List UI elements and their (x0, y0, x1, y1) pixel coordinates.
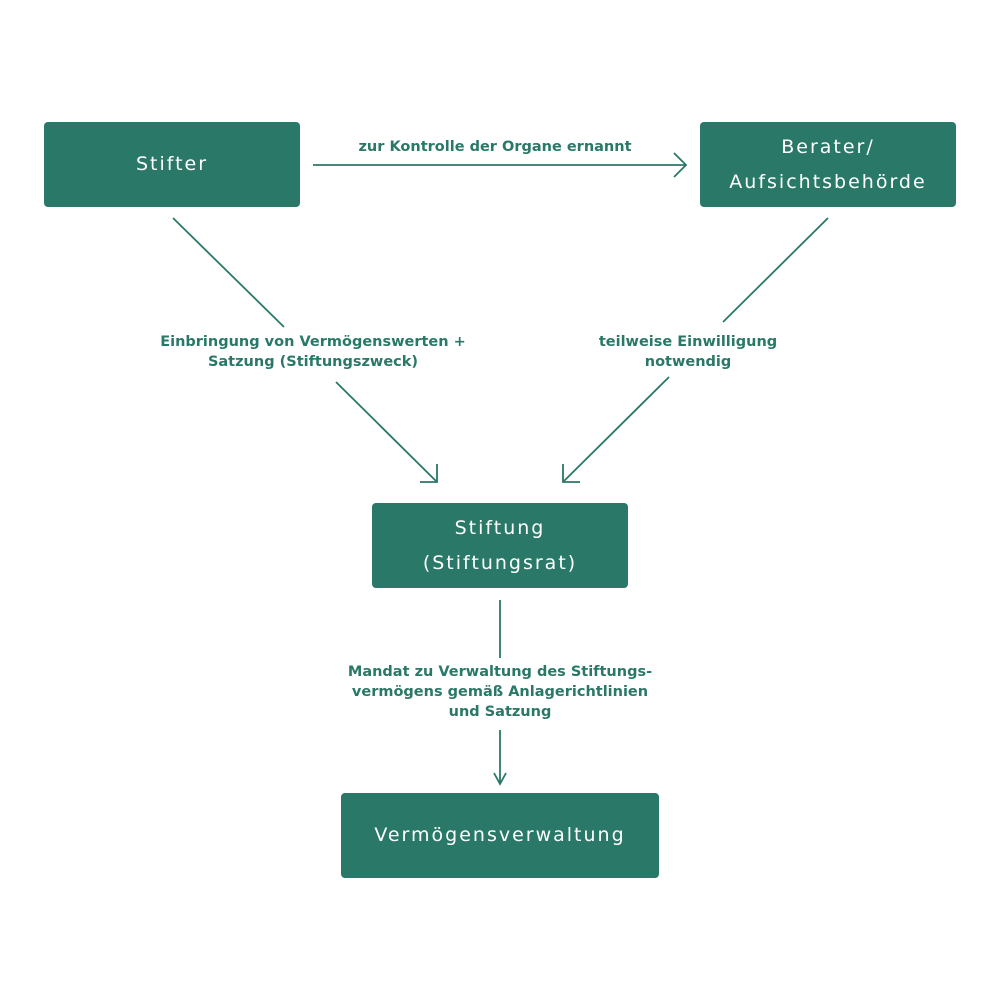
arrow-berater-stiftung-lower (562, 376, 670, 483)
edge-label-stifter-stiftung-line-1: Einbringung von Vermögenswerten + (160, 334, 466, 350)
edge-label-berater-stiftung-line-1: teilweise Einwilligung (598, 334, 778, 350)
arrow-stifter-stiftung-head (420, 464, 438, 483)
edge-label-stiftung-verwaltung-line-3: und Satzung (448, 704, 552, 720)
node-berater-aufsichtsbehoerde: Berater/ Aufsichtsbehörde (700, 122, 956, 207)
node-berater-line-2: Aufsichtsbehörde (729, 170, 927, 193)
node-stiftung: Stiftung (Stiftungsrat) (372, 503, 628, 588)
edge-label-stiftung-verwaltung-line-2: vermögens gemäß Anlagerichtlinien (351, 684, 649, 700)
node-stiftung-line-1: Stiftung (454, 516, 546, 539)
edge-label-stifter-stiftung-line-2: Satzung (Stiftungszweck) (207, 354, 419, 370)
edge-label-berater-stiftung: teilweise Einwilligung notwendig (580, 332, 796, 372)
arrow-berater-stiftung-head (562, 464, 580, 483)
edge-label-stifter-stiftung: Einbringung von Vermögenswerten + Satzun… (150, 332, 476, 372)
node-stifter: Stifter (44, 122, 300, 207)
arrow-stiftung-verwaltung-head (493, 772, 507, 786)
edge-label-stiftung-verwaltung: Mandat zu Verwaltung des Stiftungs- verm… (300, 662, 700, 722)
arrow-berater-stiftung-upper (722, 217, 829, 323)
node-stiftung-line-2: (Stiftungsrat) (422, 551, 578, 574)
node-stifter-line-1: Stifter (135, 153, 209, 175)
edge-label-stifter-berater: zur Kontrolle der Organe ernannt (314, 137, 676, 157)
edge-label-berater-stiftung-line-2: notwendig (644, 354, 732, 370)
arrow-stifter-stiftung-lower (335, 381, 438, 483)
node-berater-line-1: Berater/ (781, 135, 875, 158)
arrow-stifter-berater-head (673, 152, 688, 178)
edge-label-stifter-berater-line-1: zur Kontrolle der Organe ernannt (358, 139, 632, 155)
edge-label-stiftung-verwaltung-line-1: Mandat zu Verwaltung des Stiftungs- (347, 664, 653, 680)
node-verwaltung-line-1: Vermögensverwaltung (374, 824, 626, 846)
arrow-stifter-stiftung-upper (172, 217, 285, 328)
node-vermoegensverwaltung: Vermögensverwaltung (341, 793, 659, 878)
